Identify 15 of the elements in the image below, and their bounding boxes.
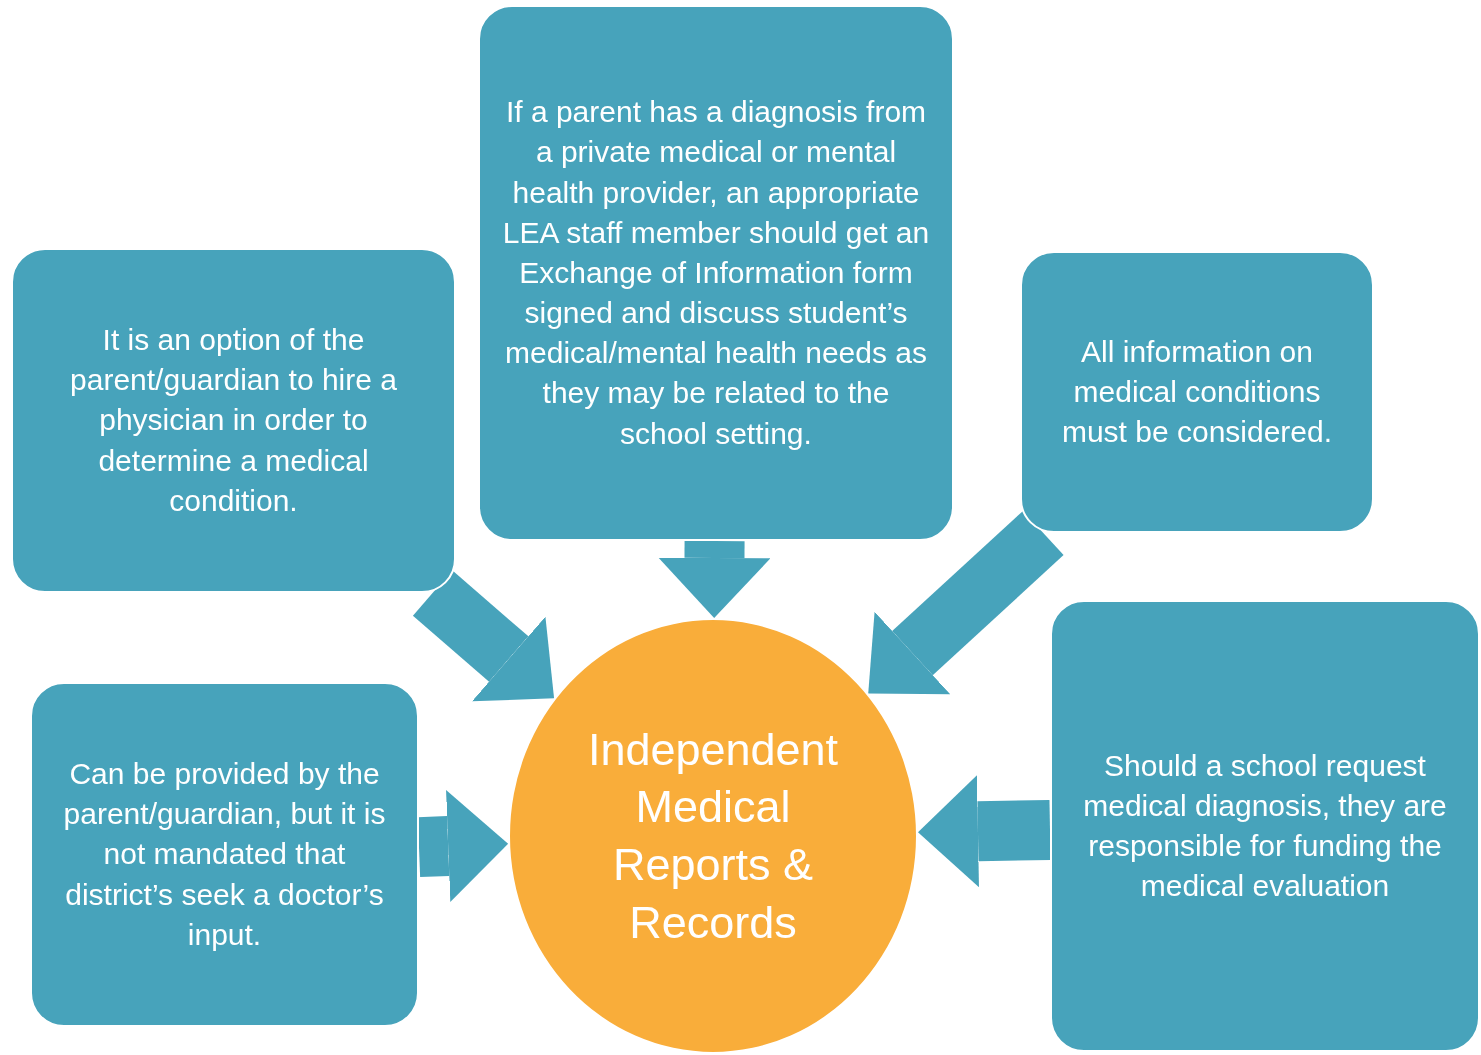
process-box	[1020, 251, 1374, 533]
process-box	[11, 248, 456, 593]
box-text: All information on medical conditions must be considered.	[1060, 333, 1334, 451]
box-text: If a parent has a diagnosis from a private medical or mental health provider, an appropriate LEA staff member should get an Exchange of Information form signed and discuss student’s medical/mental health needs as they may be related to the school setting.	[501, 94, 931, 452]
center-title: Independent Medical Reports & Records	[586, 722, 840, 950]
process-box	[478, 5, 954, 541]
process-box	[30, 682, 419, 1027]
box-text: Should a school request medical diagnosis, they are responsible for funding the medical evaluation	[1082, 747, 1448, 905]
box-text: Can be provided by the parent/guardian, but it is not mandated that district’s seek a doctor’s input.	[62, 756, 387, 953]
process-box	[1050, 600, 1480, 1052]
box-text: It is an option of the parent/guardian to hire a physician in order to determine a medical condition.	[69, 322, 398, 519]
block-arrow	[417, 790, 509, 902]
block-arrow	[412, 570, 555, 702]
block-arrow	[658, 540, 771, 618]
block-arrow	[868, 510, 1064, 695]
